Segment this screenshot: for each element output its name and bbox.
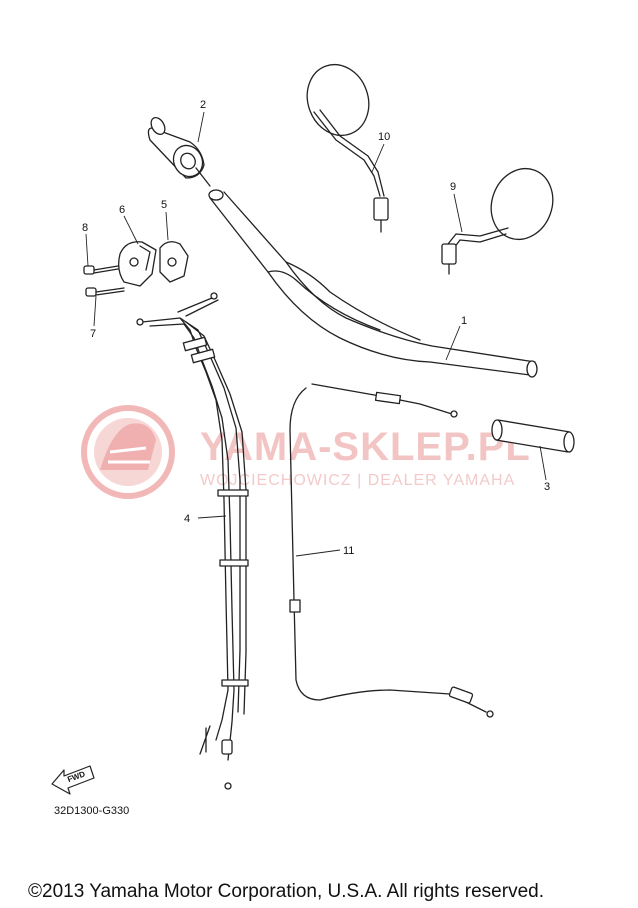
callout-5: 5 — [161, 199, 167, 211]
callout-10: 10 — [378, 131, 390, 143]
callouts: 2 1 3 4 5 6 7 8 9 10 11 — [82, 99, 550, 557]
watermark-logo-icon — [81, 405, 175, 499]
callout-11: 11 — [343, 545, 354, 557]
callout-8: 8 — [82, 222, 88, 234]
diagram-code: 32D1300-G330 — [54, 805, 129, 817]
copyright-notice: ©2013 Yamaha Motor Corporation, U.S.A. A… — [28, 881, 544, 902]
throttle-cable — [136, 292, 249, 790]
screw-7 — [85, 287, 125, 297]
callout-6: 6 — [119, 204, 125, 216]
throttle-housing-upper — [118, 241, 157, 287]
callout-1: 1 — [461, 315, 467, 327]
callout-7: 7 — [90, 328, 96, 340]
mirror-right — [306, 63, 389, 233]
left-grip — [491, 419, 575, 453]
screw-8 — [83, 265, 119, 275]
leader-lines — [85, 111, 547, 557]
handlebar — [208, 189, 538, 378]
callout-3: 3 — [544, 481, 550, 493]
fwd-arrow-icon: FWD — [51, 765, 95, 795]
watermark-subtitle: WOJCIECHOWICZ | DEALER YAMAHA — [200, 472, 515, 489]
clutch-cable — [289, 383, 494, 718]
watermark: YAMA-SKLEP.PL WOJCIECHOWICZ | DEALER YAM… — [81, 405, 531, 499]
watermark-title: YAMA-SKLEP.PL — [200, 425, 531, 469]
callout-9: 9 — [450, 181, 456, 193]
callout-2: 2 — [200, 99, 206, 111]
mirror-left — [441, 167, 554, 275]
callout-4: 4 — [184, 513, 190, 525]
throttle-grip — [147, 116, 211, 187]
throttle-housing-lower — [159, 241, 189, 283]
